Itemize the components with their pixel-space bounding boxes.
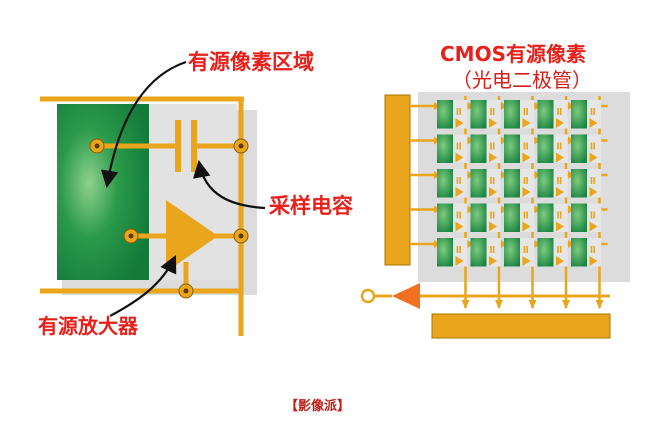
cell-photodiode — [537, 100, 554, 129]
pixel-cell — [470, 169, 501, 198]
row-decoder-bar — [384, 94, 411, 266]
pixel-array — [360, 92, 630, 339]
pixel-cell — [571, 134, 602, 163]
cell-circuit-mark — [522, 187, 531, 197]
pixel-cell — [504, 100, 535, 129]
cell-circuit-mark — [555, 118, 564, 128]
pixel-cell — [470, 134, 501, 163]
cell-circuit-mark — [455, 187, 464, 197]
cell-photodiode — [437, 203, 454, 232]
amplifier-triangle — [166, 200, 218, 272]
cell-circuit-mark — [455, 256, 464, 266]
pixel-cell — [537, 100, 568, 129]
cell-circuit-mark — [555, 256, 564, 266]
cell-circuit-mark — [555, 187, 564, 197]
pixel-cell — [437, 203, 468, 232]
cell-circuit-mark — [522, 118, 531, 128]
photodiode-region — [57, 104, 149, 280]
cell-circuit-mark — [488, 187, 497, 197]
cell-circuit-mark — [488, 152, 497, 163]
pixel-cell — [470, 100, 501, 129]
cell-photodiode — [537, 238, 554, 267]
cell-circuit-mark — [488, 118, 497, 128]
label-sampling-capacitor: 采样电容 — [269, 194, 353, 218]
pixel-cell — [437, 169, 468, 198]
pixel-cell — [437, 100, 468, 129]
cell-photodiode — [437, 169, 454, 198]
cell-photodiode — [571, 203, 588, 232]
cell-circuit-mark — [522, 256, 531, 266]
pixel-cell — [504, 134, 535, 163]
cell-photodiode — [470, 100, 487, 129]
pixel-wires — [40, 96, 244, 336]
cell-circuit-mark — [488, 221, 497, 232]
cell-photodiode — [571, 100, 588, 129]
cell-circuit-mark — [589, 256, 598, 266]
output-node — [360, 288, 376, 304]
pixel-cell — [571, 100, 602, 129]
cell-circuit-mark — [455, 152, 464, 163]
pixel-cell — [571, 169, 602, 198]
pixel-cell — [504, 169, 535, 198]
cell-photodiode — [537, 203, 554, 232]
column-arrow — [595, 300, 604, 309]
cell-photodiode — [537, 169, 554, 198]
cell-photodiode — [571, 169, 588, 198]
callout-arrows — [100, 60, 266, 317]
cell-photodiode — [437, 134, 454, 163]
cell-photodiode — [504, 169, 521, 198]
label-active-pixel-area: 有源像素区域 — [188, 50, 314, 74]
cell-circuit-mark — [455, 221, 464, 232]
pixel-cell — [470, 203, 501, 232]
cell-circuit-mark — [589, 118, 598, 128]
cell-circuit-mark — [555, 221, 564, 232]
cell-photodiode — [470, 134, 487, 163]
pixel-cell — [571, 203, 602, 232]
cell-photodiode — [571, 134, 588, 163]
pixel-cell — [504, 203, 535, 232]
cell-circuit-mark — [522, 152, 531, 163]
pixel-cell — [537, 203, 568, 232]
cell-circuit-mark — [555, 152, 564, 163]
output-amplifier — [392, 283, 420, 309]
column-arrow — [528, 300, 537, 309]
cell-photodiode — [470, 203, 487, 232]
cell-circuit-mark — [522, 221, 531, 232]
cell-circuit-mark — [589, 152, 598, 163]
cell-photodiode — [504, 203, 521, 232]
cell-photodiode — [470, 169, 487, 198]
pixel-cell — [571, 238, 602, 267]
column-arrow — [495, 300, 503, 309]
label-active-amplifier: 有源放大器 — [38, 314, 138, 338]
label-footer-watermark: 【影像派】 — [285, 399, 351, 414]
single-pixel — [40, 96, 257, 336]
cell-circuit-mark — [455, 118, 464, 128]
pixel-cell — [537, 169, 568, 198]
cell-photodiode — [437, 238, 454, 267]
label-cmos-title: CMOS有源像素 — [440, 42, 586, 66]
cell-photodiode — [571, 238, 588, 267]
pixel-cell — [437, 134, 468, 163]
pixel-cell — [504, 238, 535, 267]
cell-photodiode — [504, 238, 521, 267]
column-readout-bar — [431, 313, 611, 339]
cell-photodiode — [470, 238, 487, 267]
column-arrow — [461, 300, 470, 309]
cell-circuit-mark — [589, 221, 598, 232]
pixel-cell — [470, 238, 501, 267]
cell-photodiode — [504, 100, 521, 129]
cell-photodiode — [504, 134, 521, 163]
pixel-cell — [437, 238, 468, 267]
cell-photodiode — [437, 100, 454, 129]
cell-photodiode — [537, 134, 554, 163]
pixel-cell — [537, 238, 568, 267]
pixel-cell — [537, 134, 568, 163]
column-arrow — [562, 300, 570, 309]
cell-circuit-mark — [488, 256, 497, 266]
label-cmos-subtitle: （光电二极管） — [452, 68, 592, 92]
cell-circuit-mark — [589, 187, 598, 197]
